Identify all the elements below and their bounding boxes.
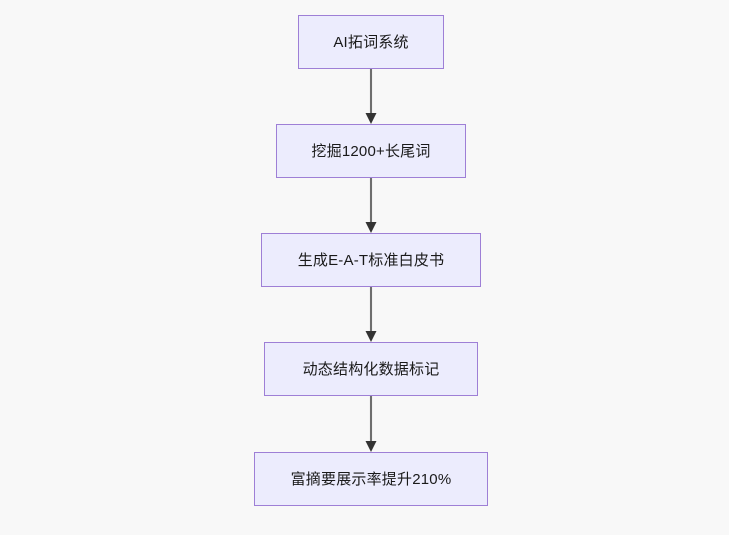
flow-node-label: 动态结构化数据标记 xyxy=(302,360,440,378)
arrowhead-icon xyxy=(365,113,377,124)
flow-edge-n2-n3 xyxy=(365,178,377,233)
flow-node-label: 挖掘1200+长尾词 xyxy=(311,142,431,160)
flow-edge-n3-n4 xyxy=(365,287,377,342)
flow-node-rich-snippet-result[interactable]: 富摘要展示率提升210% xyxy=(254,452,488,506)
flow-node-structured-data-markup[interactable]: 动态结构化数据标记 xyxy=(264,342,478,396)
flow-node-label: AI拓词系统 xyxy=(333,33,409,51)
flow-node-longtail-mining[interactable]: 挖掘1200+长尾词 xyxy=(276,124,466,178)
arrowhead-icon xyxy=(365,441,377,452)
arrowhead-icon xyxy=(365,331,377,342)
flow-node-ai-keyword-system[interactable]: AI拓词系统 xyxy=(298,15,444,69)
flow-node-label: 生成E-A-T标准白皮书 xyxy=(297,251,445,269)
flow-node-eat-whitepaper[interactable]: 生成E-A-T标准白皮书 xyxy=(261,233,481,287)
arrowhead-icon xyxy=(365,222,377,233)
flow-edge-n4-n5 xyxy=(365,396,377,452)
flow-node-label: 富摘要展示率提升210% xyxy=(290,470,452,488)
flow-edge-n1-n2 xyxy=(365,69,377,124)
